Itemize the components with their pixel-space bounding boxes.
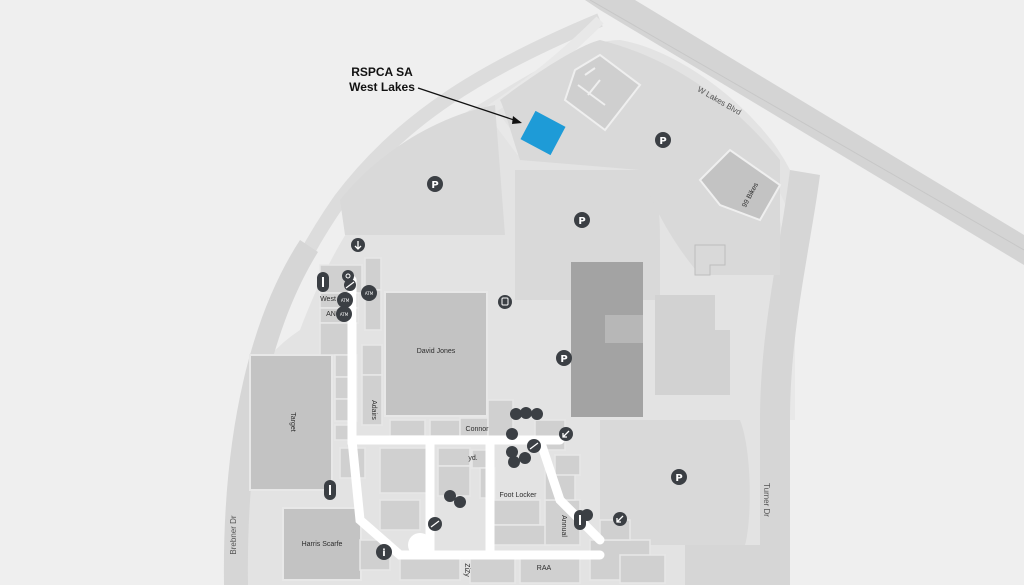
pad-se-corner — [685, 545, 770, 585]
escalator-icon[interactable] — [344, 279, 356, 291]
toilet-icon[interactable] — [519, 452, 531, 464]
rspca-highlight[interactable] — [520, 110, 566, 156]
entrance-arrow-icon[interactable] — [613, 512, 627, 526]
store-label-zizy: ZiZy — [463, 563, 470, 577]
parking-icon[interactable]: P — [655, 132, 671, 148]
accessible-icon[interactable] — [520, 407, 532, 419]
stairs-icon[interactable] — [506, 446, 518, 458]
david-jones-building[interactable] — [384, 291, 488, 417]
svg-text:P: P — [578, 216, 585, 227]
amenity-pins — [317, 270, 593, 531]
w-lakes-blvd[interactable] — [585, 0, 1024, 265]
brebner-dr[interactable] — [223, 240, 318, 585]
stairs-icon[interactable] — [444, 490, 456, 502]
entrance-arrow-icon[interactable] — [559, 427, 573, 441]
store-label-david-jones: David Jones — [417, 348, 456, 355]
svg-text:P: P — [431, 180, 438, 191]
store-label-harris-scarfe: Harris Scarfe — [302, 541, 343, 548]
escalator-icon[interactable] — [428, 517, 442, 531]
info-icon[interactable]: i — [376, 544, 392, 560]
mall-corridors — [347, 275, 605, 560]
store-label-target: Target — [289, 412, 296, 432]
road-label-brebner-dr: Brebner Dr — [229, 515, 238, 554]
toilet-icon[interactable] — [510, 408, 522, 420]
svg-text:ATM: ATM — [341, 298, 350, 303]
road-label-turner-dr: Turner Dr — [762, 483, 771, 517]
accessible-icon[interactable] — [581, 509, 593, 521]
escalator-icon[interactable] — [527, 439, 541, 453]
svg-text:P: P — [675, 473, 682, 484]
stairs-icon[interactable] — [508, 456, 520, 468]
ne-buildings — [563, 53, 782, 276]
callout-arrow — [417, 87, 521, 123]
mall-court — [408, 533, 432, 557]
pad-east — [655, 295, 730, 395]
atm-icon[interactable]: ATM — [337, 292, 353, 308]
accessible-icon[interactable] — [342, 270, 354, 282]
store-label-foot-locker: Foot Locker — [500, 492, 538, 499]
toilet-icon[interactable] — [317, 272, 329, 292]
carpark-building-notch — [605, 315, 643, 343]
svg-text:ATM: ATM — [365, 291, 374, 296]
svg-text:P: P — [659, 136, 666, 147]
toilet-icon[interactable] — [324, 480, 336, 500]
store-label-annual: Annual — [560, 515, 567, 537]
store-label-yd: yd. — [468, 455, 477, 462]
target-building[interactable] — [249, 354, 333, 491]
parking-icon[interactable]: P — [574, 212, 590, 228]
store-label-adairs: Adairs — [370, 400, 377, 420]
callout-arrowhead — [512, 116, 522, 124]
store-label-west: West — [320, 296, 336, 303]
parking-icon[interactable]: P — [427, 176, 443, 192]
svg-text:P: P — [560, 354, 567, 365]
store-label-connor: Connor — [466, 426, 490, 433]
bus-icon[interactable] — [498, 295, 512, 309]
accessible-icon[interactable] — [454, 496, 466, 508]
carpark-nw[interactable] — [340, 105, 505, 235]
svg-text:ATM: ATM — [340, 312, 349, 317]
stairs-icon[interactable] — [506, 428, 518, 440]
svg-text:i: i — [382, 548, 385, 559]
parking-icon[interactable]: P — [671, 469, 687, 485]
callout-subtitle: West Lakes — [349, 80, 415, 94]
store-label-raa: RAA — [537, 565, 552, 572]
callout-title: RSPCA SA — [351, 65, 413, 79]
harris-scarfe-building[interactable] — [282, 507, 362, 581]
atm-icon[interactable]: ATM — [336, 306, 352, 322]
atm-icon[interactable]: ATM — [361, 285, 377, 301]
w-lakes-blvd-centerline — [589, 0, 1024, 251]
parking-icon[interactable]: P — [556, 350, 572, 366]
store-label-an: AN — [326, 311, 336, 318]
toilet-icon[interactable] — [531, 408, 543, 420]
entrance-arrow-icon[interactable] — [351, 238, 365, 252]
